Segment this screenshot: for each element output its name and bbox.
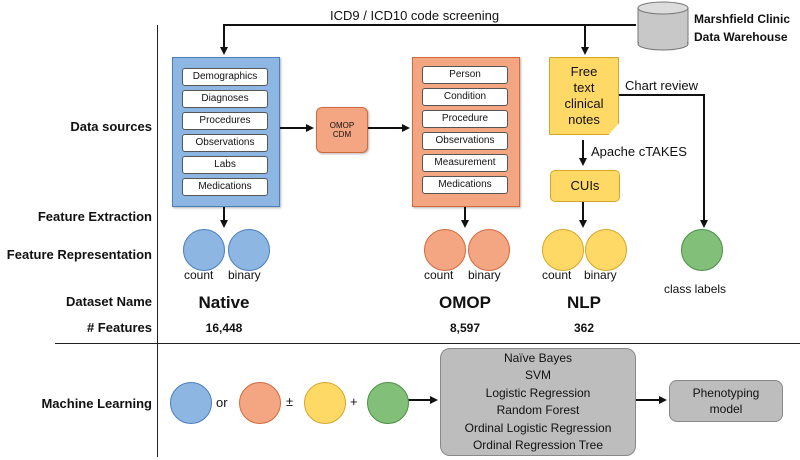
row-label-feature-representation: Feature Representation	[6, 247, 152, 262]
class-labels-label: class labels	[664, 282, 727, 296]
native-source-panel: Demographics Diagnoses Procedures Observ…	[172, 57, 280, 207]
ctakes-label: Apache cTAKES	[591, 144, 687, 159]
screening-arrow	[220, 24, 636, 55]
class-label-circle	[681, 229, 723, 271]
native-item-labs: Labs	[182, 156, 268, 174]
omop-cdm-line2: CDM	[332, 130, 352, 139]
ml-algo-svm: SVM	[524, 368, 551, 382]
omop-cdm-box: OMOP CDM	[316, 107, 368, 153]
row-label-machine-learning: Machine Learning	[41, 396, 152, 411]
nlp-count-circle	[542, 229, 584, 271]
ml-algorithms-box: Naïve Bayes SVM Logistic Regression Rand…	[440, 348, 636, 456]
native-item-procedures: Procedures	[182, 112, 268, 130]
native-dataset-name: Native	[198, 293, 250, 312]
database-icon	[637, 1, 689, 51]
row-label-num-features: # Features	[86, 320, 152, 335]
warehouse-label-line1: Marshfield Clinic	[694, 12, 791, 26]
ml-algo-ordinal-regression-tree: Ordinal Regression Tree	[472, 438, 604, 452]
vertical-divider	[157, 25, 158, 457]
nlp-feature-count: 362	[573, 321, 595, 335]
ml-plusminus-label: ±	[286, 394, 294, 409]
ml-algo-naive-bayes: Naïve Bayes	[503, 350, 573, 365]
omop-item-observations: Observations	[422, 132, 508, 150]
row-label-feature-extraction: Feature Extraction	[37, 209, 152, 224]
native-binary-label: binary	[228, 268, 261, 282]
horizontal-divider	[55, 343, 800, 344]
ml-algo-logistic-regression: Logistic Regression	[485, 385, 591, 400]
ml-nlp-circle	[304, 382, 346, 424]
omop-count-label: count	[424, 268, 454, 282]
ml-algo-ordinal-logistic-regression: Ordinal Logistic Regression	[464, 420, 612, 435]
omop-item-medications: Medications	[422, 176, 508, 194]
warehouse-label: Marshfield Clinic Data Warehouse	[694, 10, 790, 46]
phenotyping-model-box: Phenotyping model	[669, 380, 783, 422]
omop-binary-label: binary	[468, 268, 501, 282]
omop-item-measurement: Measurement	[422, 154, 508, 172]
native-item-medications: Medications	[182, 178, 268, 196]
notes-line1: Free	[570, 64, 598, 79]
omop-item-person: Person	[422, 66, 508, 84]
omop-item-condition: Condition	[422, 88, 508, 106]
clinical-notes-box: Free text clinical notes	[549, 57, 619, 135]
ml-algo-random-forest: Random Forest	[496, 403, 580, 417]
ml-or-label: or	[216, 395, 228, 410]
omop-item-procedure: Procedure	[422, 110, 508, 128]
native-count-circle	[183, 229, 225, 271]
native-feature-count: 16,448	[205, 321, 243, 335]
ml-plus-label: +	[350, 394, 358, 409]
row-label-data-sources: Data sources	[70, 119, 152, 134]
ml-omop-circle	[239, 382, 281, 424]
native-item-demographics: Demographics	[182, 68, 268, 86]
omop-binary-circle	[468, 229, 510, 271]
row-label-dataset-name: Dataset Name	[66, 294, 152, 309]
omop-source-panel: Person Condition Procedure Observations …	[412, 57, 520, 207]
row-labels: Data sources Feature Extraction Feature …	[0, 0, 152, 460]
native-count-label: count	[184, 268, 214, 282]
omop-cdm-line1: OMOP	[329, 121, 355, 130]
nlp-dataset-name: NLP	[567, 293, 601, 312]
native-item-observations: Observations	[182, 134, 268, 152]
native-binary-circle	[228, 229, 270, 271]
omop-count-circle	[424, 229, 466, 271]
notes-line4: notes	[568, 112, 600, 127]
notes-line2: text	[573, 80, 595, 95]
cuis-box: CUIs	[550, 170, 620, 202]
ml-native-circle	[170, 382, 212, 424]
nlp-binary-circle	[585, 229, 627, 271]
omop-dataset-name: OMOP	[439, 293, 491, 312]
nlp-binary-label: binary	[584, 268, 617, 282]
screening-label: ICD9 / ICD10 code screening	[330, 8, 500, 23]
chart-review-arrow	[618, 94, 708, 228]
phenotyping-line1: Phenotyping	[692, 386, 760, 400]
ml-labels-circle	[367, 382, 409, 424]
nlp-count-label: count	[542, 268, 572, 282]
notes-line3: clinical	[564, 96, 604, 111]
omop-feature-count: 8,597	[449, 321, 481, 335]
warehouse-label-line2: Data Warehouse	[694, 30, 788, 44]
native-item-diagnoses: Diagnoses	[182, 90, 268, 108]
phenotyping-line2: model	[709, 402, 743, 416]
chart-review-label: Chart review	[625, 78, 698, 93]
